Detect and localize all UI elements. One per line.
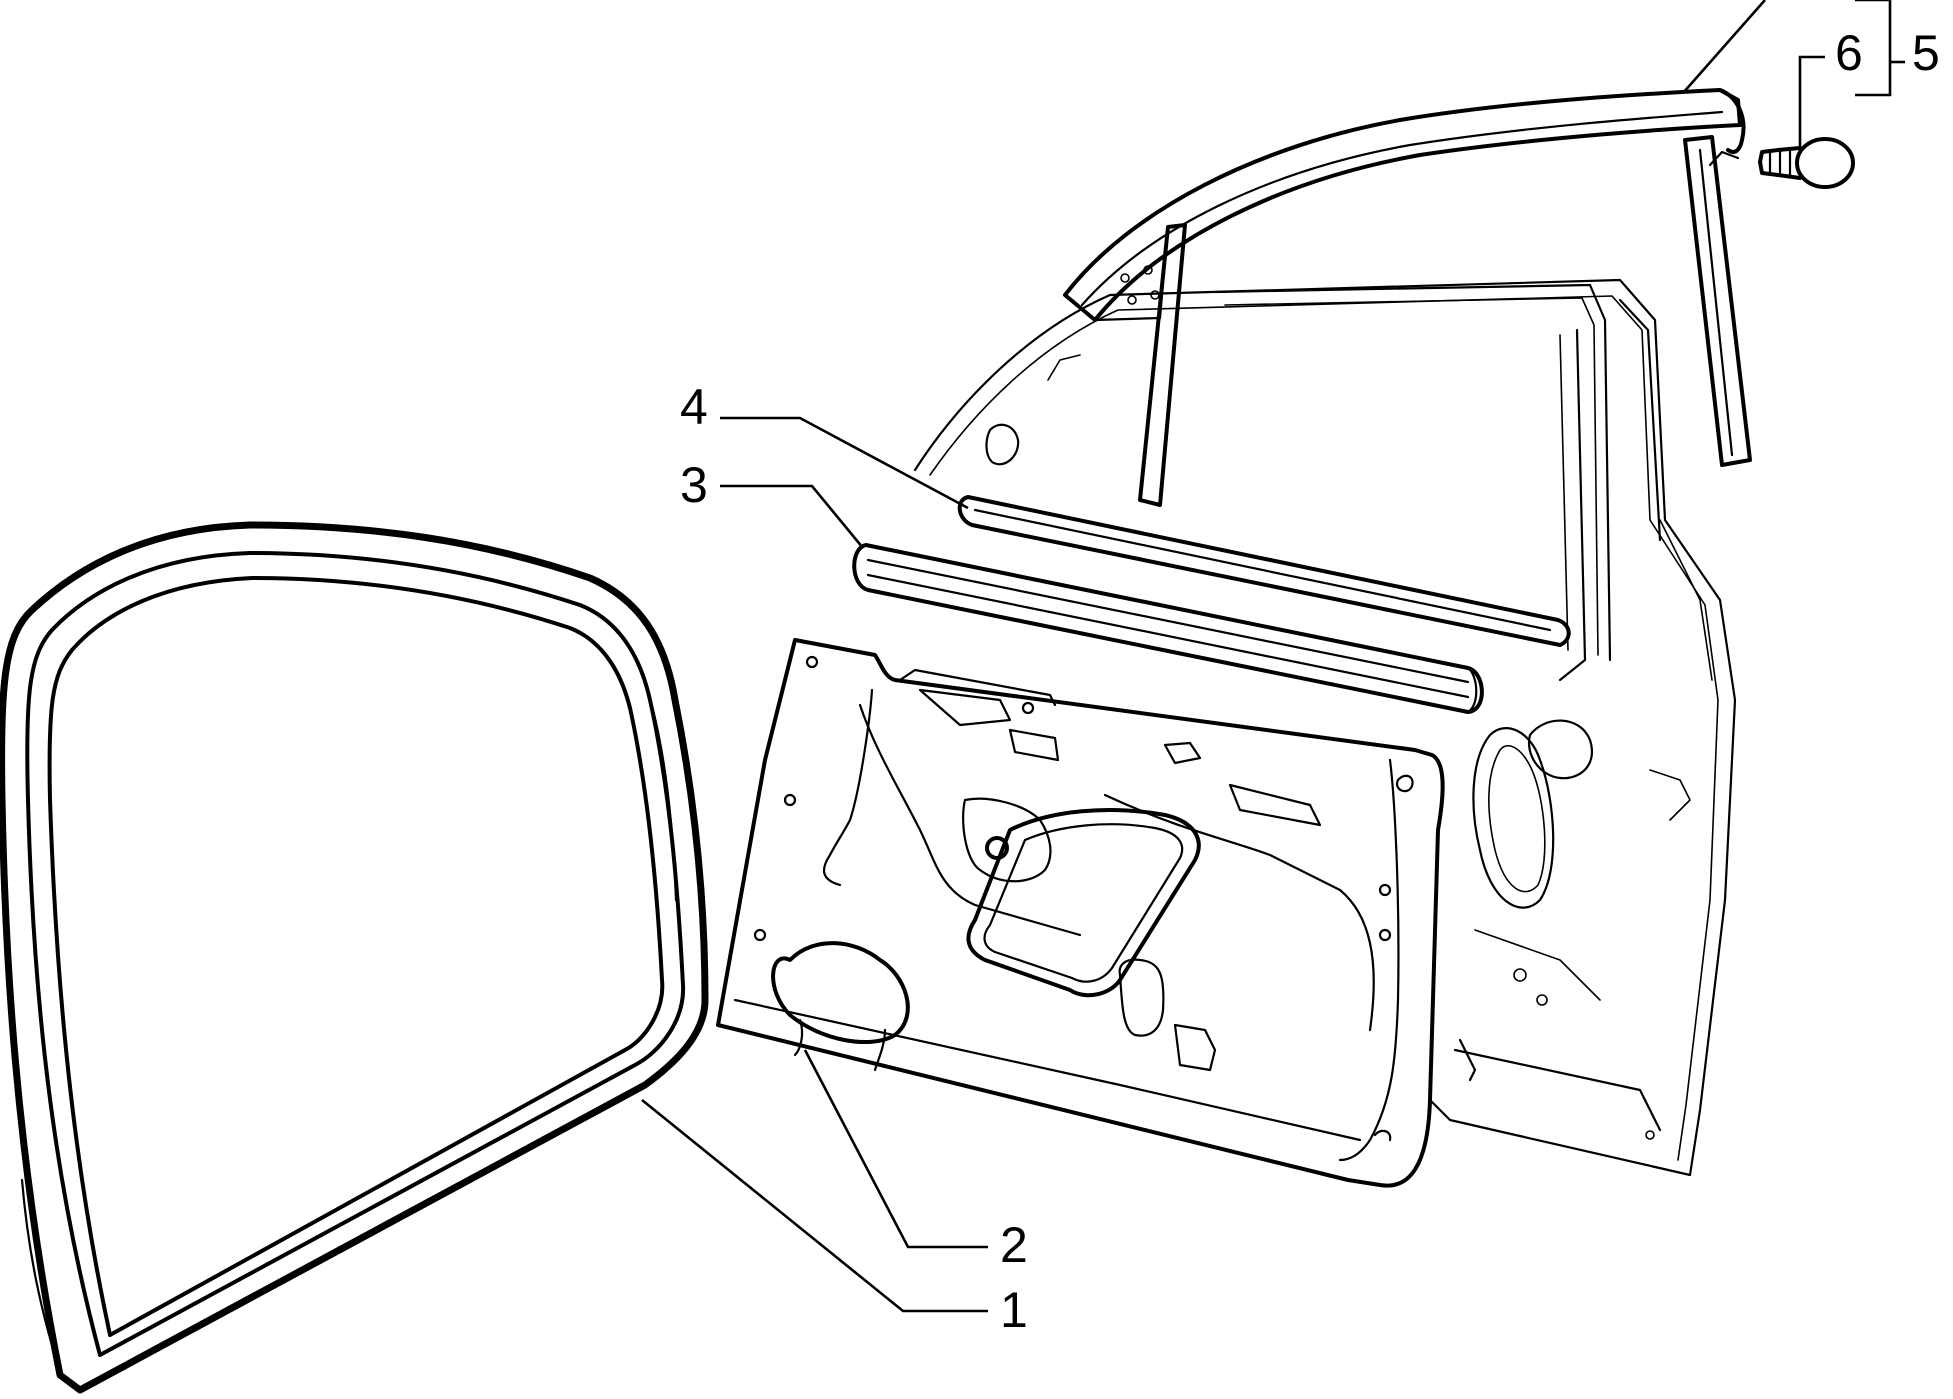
callout-5: 5 xyxy=(1912,25,1940,81)
door-shell xyxy=(913,278,1737,1177)
leader-2 xyxy=(803,1049,988,1249)
leader-3 xyxy=(720,484,865,549)
callout-2: 2 xyxy=(1000,1217,1028,1273)
door-trim-panel xyxy=(716,638,1445,1188)
leader-1 xyxy=(641,1098,988,1313)
callout-1: 1 xyxy=(1000,1282,1028,1338)
bracket-5-6 xyxy=(1855,0,1892,97)
window-frame-upper xyxy=(1063,88,1752,507)
callout-6: 6 xyxy=(1835,25,1863,81)
leader-5 xyxy=(1682,0,1766,94)
door-seal xyxy=(0,521,709,1394)
leader-6 xyxy=(1798,55,1825,148)
inner-belt-weatherstrip xyxy=(852,543,1484,714)
leader-4 xyxy=(720,416,969,510)
leader-lines xyxy=(641,0,1905,1313)
fastener-clip xyxy=(1758,137,1855,189)
callout-3: 3 xyxy=(680,457,708,513)
callouts: 1 2 3 4 5 6 xyxy=(680,25,1940,1338)
callout-4: 4 xyxy=(680,379,708,435)
outer-belt-weatherstrip xyxy=(957,495,1571,647)
